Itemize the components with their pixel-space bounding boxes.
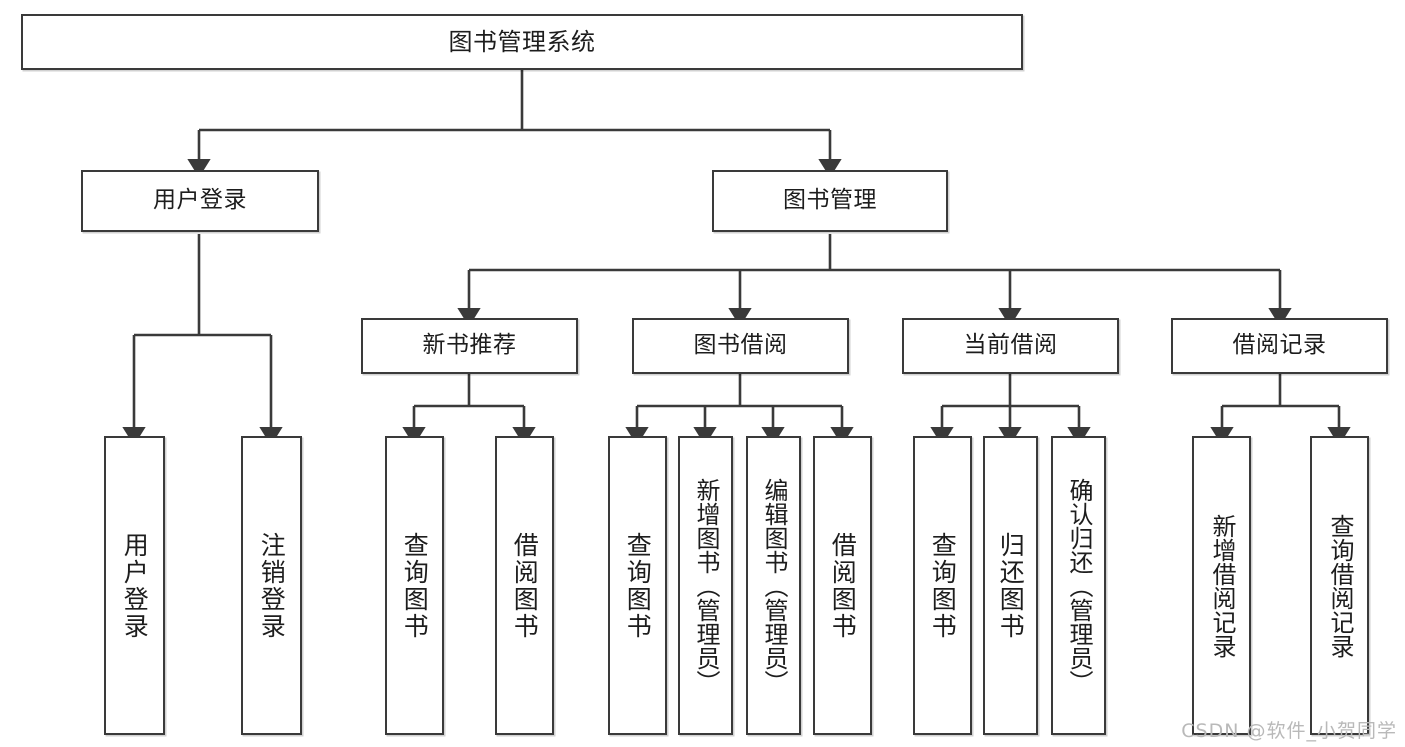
node-leaf-query-record[interactable]: 查询借阅记录 (1310, 436, 1369, 735)
node-current-borrow[interactable]: 当前借阅 (902, 318, 1119, 374)
node-leaf-query-book-3[interactable]: 查询图书 (913, 436, 972, 735)
node-leaf-add-record-label: 新增借阅记录 (1207, 513, 1236, 658)
node-leaf-query-book-1[interactable]: 查询图书 (385, 436, 444, 735)
node-leaf-confirm-return-label: 确认归还（管理员） (1064, 477, 1093, 694)
node-user-login[interactable]: 用户登录 (81, 170, 319, 232)
node-leaf-add-book[interactable]: 新增图书（管理员） (678, 436, 733, 735)
node-leaf-edit-book-label: 编辑图书（管理员） (759, 477, 788, 694)
watermark-text: CSDN @软件_小贺同学 (1181, 720, 1397, 742)
node-leaf-borrow-book-2[interactable]: 借阅图书 (813, 436, 872, 735)
node-leaf-add-record[interactable]: 新增借阅记录 (1192, 436, 1251, 735)
node-leaf-return-book[interactable]: 归还图书 (983, 436, 1038, 735)
node-book-manage-label: 图书管理 (783, 187, 877, 214)
node-borrow-record[interactable]: 借阅记录 (1171, 318, 1388, 374)
node-leaf-borrow-book-1[interactable]: 借阅图书 (495, 436, 554, 735)
node-book-manage[interactable]: 图书管理 (712, 170, 948, 232)
node-leaf-edit-book[interactable]: 编辑图书（管理员） (746, 436, 801, 735)
node-leaf-borrow-book-1-label: 借阅图书 (510, 531, 540, 640)
node-book-borrow[interactable]: 图书借阅 (632, 318, 849, 374)
node-leaf-user-login-label: 用户登录 (120, 531, 150, 640)
node-new-book-rec-label: 新书推荐 (422, 332, 517, 359)
node-leaf-return-book-label: 归还图书 (996, 531, 1026, 640)
node-leaf-user-login[interactable]: 用户登录 (104, 436, 165, 735)
node-leaf-logout[interactable]: 注销登录 (241, 436, 302, 735)
node-leaf-query-book-3-label: 查询图书 (928, 531, 958, 640)
node-new-book-rec[interactable]: 新书推荐 (361, 318, 578, 374)
node-leaf-borrow-book-2-label: 借阅图书 (828, 531, 858, 640)
node-root[interactable]: 图书管理系统 (21, 14, 1023, 70)
node-leaf-confirm-return[interactable]: 确认归还（管理员） (1051, 436, 1106, 735)
node-leaf-query-book-2-label: 查询图书 (623, 531, 653, 640)
node-leaf-query-book-1-label: 查询图书 (400, 531, 430, 640)
node-user-login-label: 用户登录 (153, 187, 247, 214)
node-book-borrow-label: 图书借阅 (693, 332, 788, 359)
node-current-borrow-label: 当前借阅 (963, 332, 1058, 359)
node-leaf-query-record-label: 查询借阅记录 (1325, 513, 1354, 658)
node-leaf-add-book-label: 新增图书（管理员） (691, 477, 720, 694)
node-root-label: 图书管理系统 (448, 27, 596, 56)
node-leaf-query-book-2[interactable]: 查询图书 (608, 436, 667, 735)
node-borrow-record-label: 借阅记录 (1232, 332, 1327, 359)
node-leaf-logout-label: 注销登录 (257, 531, 287, 640)
